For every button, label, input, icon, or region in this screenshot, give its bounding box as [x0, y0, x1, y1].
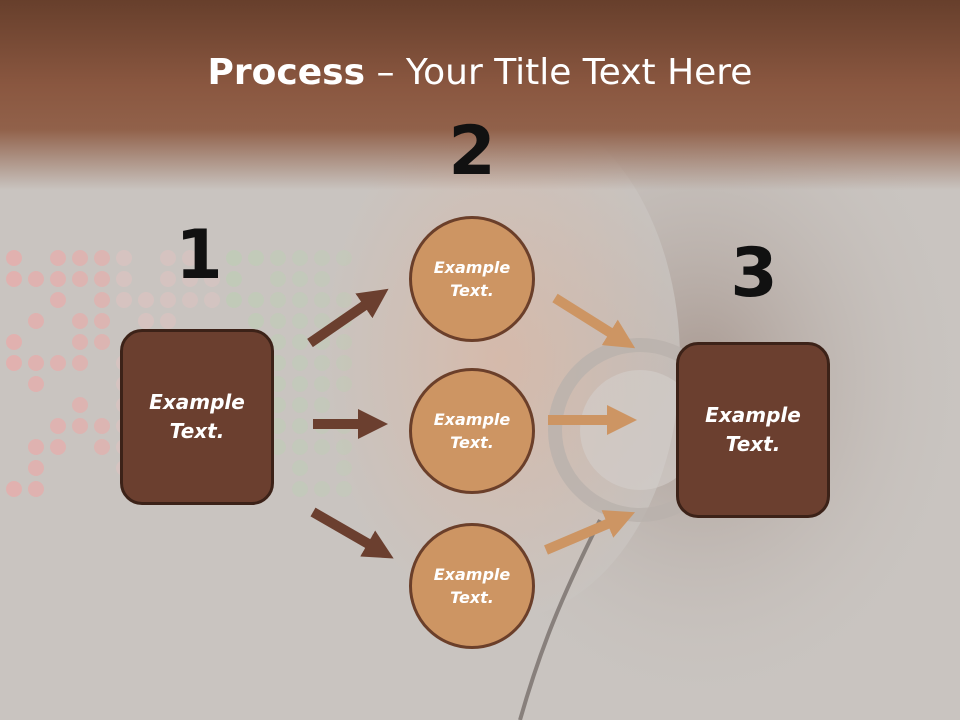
- step-3-box: Example Text.: [676, 342, 830, 518]
- arrow-from-circle-bottom: [546, 522, 612, 550]
- step-3-label-line2: Text.: [726, 432, 781, 456]
- circle-bottom: Example Text.: [409, 523, 535, 649]
- step-number-2: 2: [432, 118, 512, 186]
- circle-top: Example Text.: [409, 216, 535, 342]
- circle-middle-line1: Example: [434, 410, 511, 429]
- circle-bottom-line2: Text.: [450, 588, 494, 607]
- circle-middle: Example Text.: [409, 368, 535, 494]
- step-number-1: 1: [159, 222, 239, 290]
- arrow-to-circle-bottom: [313, 512, 372, 546]
- step-1-label-line2: Text.: [170, 419, 225, 443]
- arrow-from-circle-top: [555, 298, 614, 335]
- arrow-to-circle-top: [310, 303, 368, 343]
- step-1-box: Example Text.: [120, 329, 274, 505]
- circle-bottom-line1: Example: [434, 565, 511, 584]
- step-1-label-line1: Example: [149, 390, 245, 414]
- step-number-3: 3: [714, 240, 794, 308]
- circle-middle-line2: Text.: [450, 433, 494, 452]
- circle-top-line1: Example: [434, 258, 511, 277]
- circle-top-line2: Text.: [450, 281, 494, 300]
- step-3-label-line1: Example: [705, 403, 801, 427]
